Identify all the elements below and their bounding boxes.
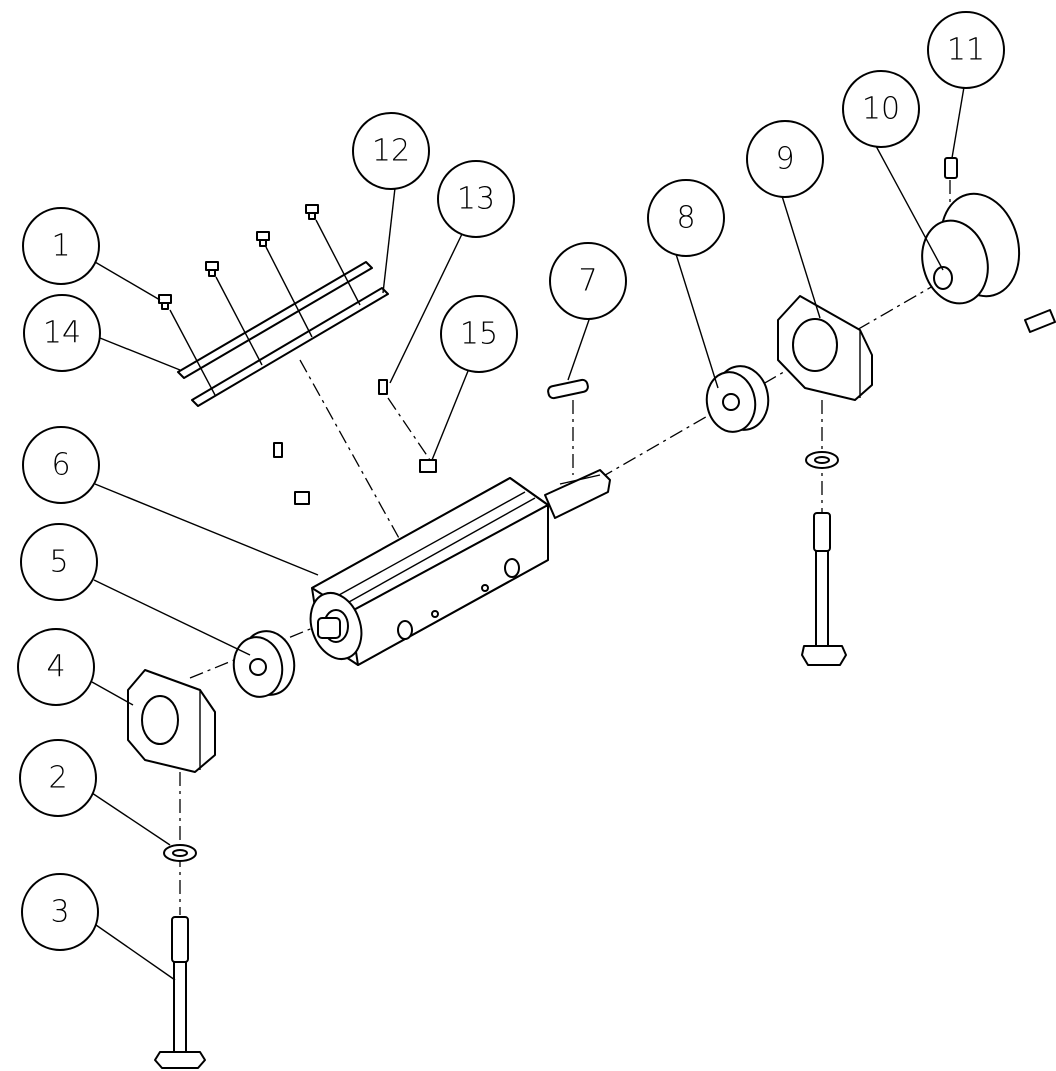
callout-label-7: 7 [578, 264, 597, 299]
callout-7: 7 [549, 242, 627, 320]
callout-label-5: 5 [49, 545, 68, 580]
callout-label-1: 1 [51, 229, 70, 264]
bearing-left [232, 630, 296, 698]
callout-label-10: 10 [862, 92, 900, 127]
callout-label-12: 12 [372, 134, 410, 169]
bearing-right [705, 365, 770, 433]
callout-13: 13 [437, 160, 515, 238]
pulley [921, 157, 1056, 333]
callout-4: 4 [17, 628, 95, 706]
callout-6: 6 [22, 426, 100, 504]
callout-label-2: 2 [48, 761, 67, 796]
callout-2: 2 [19, 739, 97, 817]
callout-label-14: 14 [43, 316, 81, 351]
callout-label-9: 9 [775, 142, 794, 177]
gib-screws [273, 379, 437, 505]
bearing-housing-right [777, 295, 873, 401]
callout-label-13: 13 [457, 182, 495, 217]
cutter-head-body [273, 379, 611, 666]
bolt-left [154, 916, 206, 1069]
callout-15: 15 [440, 295, 518, 373]
key [547, 378, 589, 400]
callout-label-4: 4 [46, 650, 65, 685]
callout-label-15: 15 [460, 317, 498, 352]
callout-10: 10 [842, 70, 920, 148]
knife-blade-assembly [158, 204, 389, 407]
callout-9: 9 [746, 120, 824, 198]
callout-3: 3 [21, 873, 99, 951]
callout-11: 11 [927, 11, 1005, 89]
callout-label-8: 8 [676, 201, 695, 236]
callout-5: 5 [20, 523, 98, 601]
blade-screws [158, 204, 319, 310]
callout-label-11: 11 [947, 33, 985, 68]
lock-washer-left [163, 844, 197, 862]
lock-washer-right [805, 451, 839, 469]
callout-label-6: 6 [51, 448, 70, 483]
callout-1: 1 [22, 207, 100, 285]
callout-14: 14 [23, 294, 101, 372]
bearing-housing-left [127, 669, 216, 773]
callout-12: 12 [352, 112, 430, 190]
callout-leaders [91, 86, 965, 981]
bolt-right [801, 512, 847, 666]
callout-8: 8 [647, 179, 725, 257]
callout-label-3: 3 [50, 895, 69, 930]
